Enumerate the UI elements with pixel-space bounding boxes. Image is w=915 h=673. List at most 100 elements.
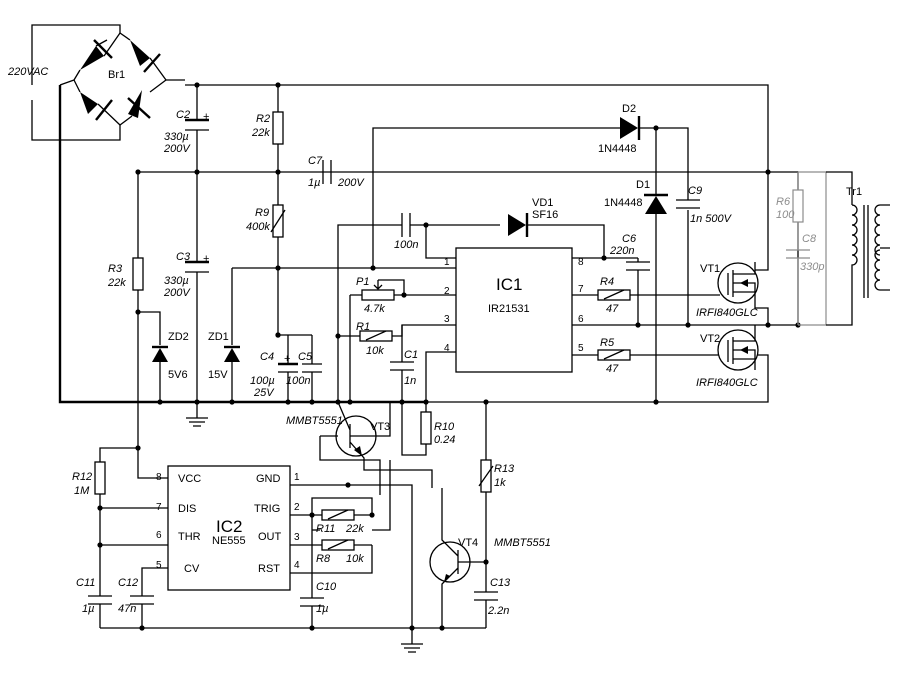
r6-val: 100 bbox=[776, 209, 795, 221]
c7-volt: 200V bbox=[337, 177, 365, 189]
resistor-r4: R4 47 bbox=[572, 276, 720, 315]
capacitor-c5: C5 100n bbox=[286, 335, 322, 405]
mains-input: 220VAC bbox=[7, 24, 121, 141]
r1-ref: R1 bbox=[356, 321, 370, 333]
vt2-part: IRFI840GLC bbox=[696, 377, 758, 389]
capacitor-c4: + C4 100µ 25V bbox=[250, 268, 312, 405]
c11-cap: 1µ bbox=[82, 603, 94, 615]
r3-ref: R3 bbox=[108, 263, 123, 275]
ic1-pin8: 8 bbox=[578, 257, 584, 268]
d2-part: 1N4448 bbox=[598, 143, 637, 155]
p1-ref: P1 bbox=[356, 276, 369, 288]
r9-ref: R9 bbox=[255, 207, 269, 219]
ic2-pin-thr: THR bbox=[178, 531, 201, 543]
zd2-val: 5V6 bbox=[168, 369, 188, 381]
c7-ref: C7 bbox=[308, 155, 323, 167]
svg-text:+: + bbox=[203, 111, 209, 123]
r2-val: 22k bbox=[251, 127, 270, 139]
bridge-diode-4 bbox=[119, 79, 167, 126]
zd2-ref: ZD2 bbox=[168, 331, 189, 343]
r11-val: 22k bbox=[345, 523, 364, 535]
svg-text:+: + bbox=[284, 353, 290, 365]
vcc-rail: ZD1 15V bbox=[208, 265, 456, 405]
ic2-pin-cv: CV bbox=[184, 563, 200, 575]
c12-ref: C12 bbox=[118, 577, 138, 589]
ic1-pin3: 3 bbox=[444, 314, 450, 325]
capacitor-c2: + C2 330µ 200V bbox=[163, 82, 209, 175]
ic2-pin8: 8 bbox=[156, 472, 162, 483]
tr1-ref: Tr1 bbox=[846, 186, 862, 198]
d1-ref: D1 bbox=[636, 179, 650, 191]
mosfet-vt1: VT1 IRFI840GLC bbox=[696, 262, 769, 325]
r10-val: 0.24 bbox=[434, 434, 455, 446]
c13-cap: 2.2n bbox=[487, 605, 509, 617]
capacitor-c9: C9 1n 500V bbox=[676, 185, 733, 328]
mains-label: 220VAC bbox=[7, 66, 48, 78]
d2-ref: D2 bbox=[622, 103, 636, 115]
c5-cap: 100n bbox=[286, 375, 310, 387]
ic2-pin-rst: RST bbox=[258, 563, 280, 575]
rail-junctions bbox=[135, 169, 771, 405]
diode-vd1: VD1 SF16 bbox=[508, 197, 605, 259]
vt4-part: MMBT5551 bbox=[494, 537, 551, 549]
ic2-wiring bbox=[97, 445, 486, 631]
resistor-r2: R2 22k bbox=[251, 82, 284, 175]
r3-val: 22k bbox=[107, 277, 126, 289]
r13-ref: R13 bbox=[494, 463, 515, 475]
bridge-ref: Br1 bbox=[108, 69, 125, 81]
vt3-part: MMBT5551 bbox=[286, 415, 343, 427]
ic2-pin-gnd: GND bbox=[256, 473, 281, 485]
c11-ref: C11 bbox=[76, 577, 95, 589]
ic1-pin5: 5 bbox=[578, 343, 584, 354]
resistor-r8: R8 10k bbox=[312, 539, 372, 565]
c3-cap: 330µ bbox=[164, 275, 189, 287]
ic2-pin6: 6 bbox=[156, 530, 162, 541]
r12-ref: R12 bbox=[72, 471, 92, 483]
capacitor-c11: C11 1µ bbox=[76, 577, 112, 615]
ic2-pin4: 4 bbox=[294, 560, 300, 571]
bridge-rectifier: Br1 bbox=[73, 32, 167, 126]
c4-cap: 100µ bbox=[250, 375, 275, 387]
c3-ref: C3 bbox=[176, 251, 191, 263]
ic2-pin2: 2 bbox=[294, 502, 300, 513]
zd1-ref: ZD1 bbox=[208, 331, 229, 343]
c10-cap: 1µ bbox=[316, 603, 328, 615]
diode-d2: D2 1N4448 bbox=[372, 103, 689, 325]
ic1-ref: IC1 bbox=[496, 275, 522, 294]
ic1-pin7: 7 bbox=[578, 284, 584, 295]
transformer-tr1: Tr1 bbox=[826, 171, 890, 326]
ic1-pin6: 6 bbox=[578, 314, 584, 325]
ic2-pin-trig: TRIG bbox=[254, 503, 280, 515]
transistor-vt3: VT3 MMBT5551 bbox=[286, 401, 433, 495]
resistor-r13: R13 1k bbox=[478, 399, 515, 565]
c1-cap: 1n bbox=[404, 375, 416, 387]
r4-val: 47 bbox=[606, 303, 619, 315]
resistor-r9: R9 400k bbox=[246, 172, 286, 271]
c2-volt: 200V bbox=[163, 143, 191, 155]
zener-zd2: ZD2 5V6 bbox=[138, 311, 189, 405]
ic1-pin1: 1 bbox=[444, 257, 450, 268]
c5-ref: C5 bbox=[298, 351, 313, 363]
r9-val: 400k bbox=[246, 221, 270, 233]
resistor-r1: R1 10k bbox=[335, 321, 456, 357]
r13-val: 1k bbox=[494, 477, 506, 489]
ic1-pin2: 2 bbox=[444, 286, 450, 297]
r5-ref: R5 bbox=[600, 337, 615, 349]
resistor-r11: R11 22k bbox=[312, 509, 375, 535]
c6-ref: C6 bbox=[622, 233, 637, 245]
transistor-vt4: VT4 MMBT5551 bbox=[429, 488, 551, 628]
r2-ref: R2 bbox=[256, 113, 270, 125]
ic2-pin1: 1 bbox=[294, 472, 300, 483]
c9-cap: 1n 500V bbox=[690, 213, 733, 225]
r8-val: 10k bbox=[346, 553, 364, 565]
ic2-pin-out: OUT bbox=[258, 531, 282, 543]
c8-ref: C8 bbox=[802, 233, 817, 245]
zd1-val: 15V bbox=[208, 369, 228, 381]
wire-pin8-boot bbox=[425, 225, 456, 259]
r1-val: 10k bbox=[366, 345, 384, 357]
r11-ref: R11 bbox=[316, 523, 335, 535]
ground-symbol-1 bbox=[186, 402, 208, 427]
ic2-pin5: 5 bbox=[156, 560, 162, 571]
vt3-ref: VT3 bbox=[370, 421, 390, 433]
c1-ref: C1 bbox=[404, 349, 418, 361]
